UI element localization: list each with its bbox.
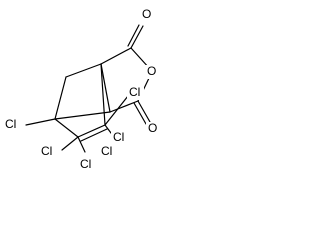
bond-c3-o-lower-b	[133, 102, 147, 125]
bond-c2-o-upper-b	[127, 24, 140, 47]
atom-label-cl-bridge-right: Cl	[129, 85, 140, 99]
atom-label-cl-bridgehead-left: Cl	[5, 117, 16, 131]
bond-c3-o-lower-a	[137, 100, 151, 123]
bond-c7-c1	[100, 63, 106, 126]
atom-label-cl-lower-4: Cl	[80, 157, 91, 171]
bond-c5-c6	[54, 118, 79, 138]
bond-c6-cl-a	[61, 136, 79, 151]
bond-c6-cl-b	[77, 136, 86, 153]
bond-c7-cl-bridge	[104, 95, 129, 126]
atom-label-cl-lower-2: Cl	[101, 144, 112, 158]
bond-c5-cl-left	[25, 118, 56, 126]
atom-label-o-ring: O	[147, 64, 156, 78]
bond-c1-c4	[100, 63, 111, 113]
atom-labels: O O O Cl Cl Cl Cl Cl Cl	[4, 7, 158, 172]
atom-label-cl-lower-1: Cl	[113, 130, 124, 144]
atom-label-cl-lower-3: Cl	[41, 144, 52, 158]
molecule-svg: O O O Cl Cl Cl Cl Cl Cl	[4, 7, 158, 172]
atom-label-o-upper: O	[142, 7, 151, 21]
bond-c1-bridge	[65, 63, 102, 78]
atom-label-o-lower: O	[148, 121, 157, 135]
bond-c4-c5	[54, 111, 111, 120]
bond-c1-c2	[100, 47, 132, 65]
bond-c2-o-upper-a	[130, 25, 144, 49]
chemical-structure-diagram: O O O Cl Cl Cl Cl Cl Cl	[0, 0, 188, 182]
bond-c6-c7-b	[80, 128, 108, 142]
bond-bridge-c5	[54, 76, 67, 120]
bond-c6-c7-a	[77, 124, 106, 138]
bond-c3-c4	[109, 100, 139, 113]
